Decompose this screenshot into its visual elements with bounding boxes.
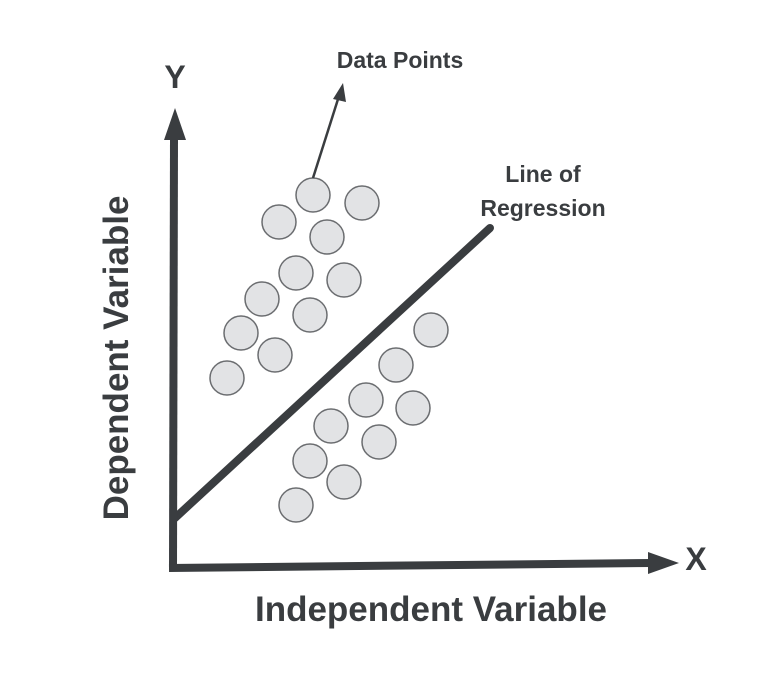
regression-line [171, 224, 494, 522]
x-axis-arrowhead [648, 552, 679, 574]
callout-arrow [311, 95, 341, 179]
data-points-callout-label: Data Points [337, 47, 464, 73]
y-axis [169, 137, 178, 571]
data-point [326, 464, 362, 500]
data-point [244, 281, 280, 317]
data-point [378, 347, 414, 383]
data-point [223, 315, 259, 351]
data-point [395, 390, 431, 426]
callout-arrowhead [333, 83, 346, 102]
data-point [313, 408, 349, 444]
data-point [361, 424, 397, 460]
regression-label-line2: Regression [480, 195, 605, 221]
x-axis-title: Independent Variable [255, 590, 607, 629]
data-point [326, 262, 362, 298]
data-point [292, 297, 328, 333]
x-axis-letter: X [685, 541, 707, 577]
y-axis-title: Dependent Variable [97, 196, 136, 521]
data-point [309, 219, 345, 255]
y-axis-arrowhead [164, 108, 186, 140]
data-points-group [209, 177, 449, 523]
data-point [278, 255, 314, 291]
data-point [292, 443, 328, 479]
data-point [295, 177, 331, 213]
y-axis-letter: Y [164, 59, 185, 95]
data-point [344, 185, 380, 221]
data-point [413, 312, 449, 348]
data-point [209, 360, 245, 396]
regression-label-line1: Line of [505, 161, 581, 187]
data-point [257, 337, 293, 373]
data-point [261, 204, 297, 240]
data-point [278, 487, 314, 523]
data-point [348, 382, 384, 418]
x-axis [168, 559, 653, 572]
